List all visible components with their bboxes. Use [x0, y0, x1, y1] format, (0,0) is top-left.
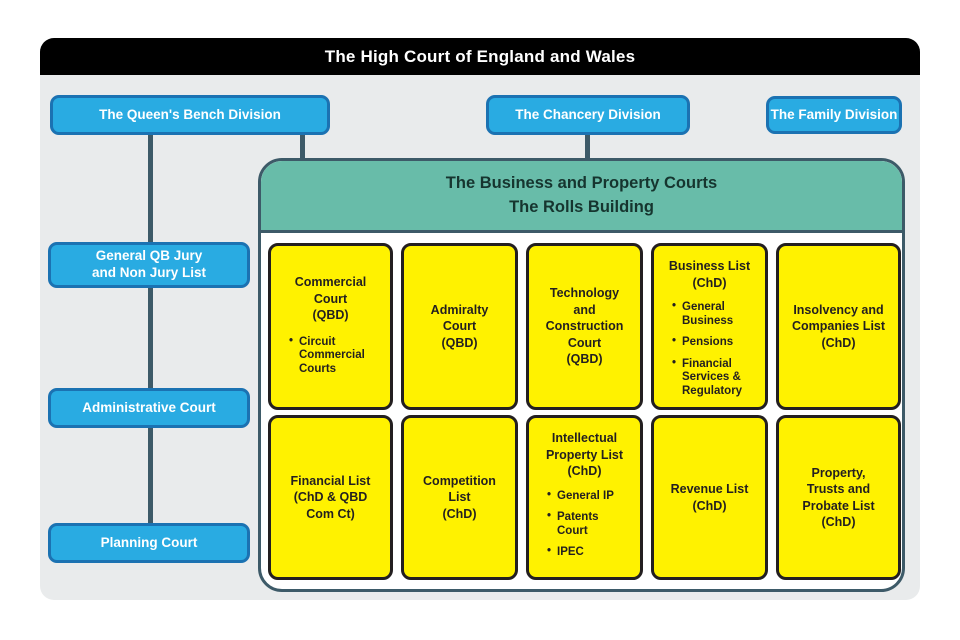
- bp-header-line1: The Business and Property Courts: [445, 174, 718, 193]
- court-box-insolvency-and: Insolvency and Companies List (ChD): [776, 243, 901, 410]
- court-box-title: Intellectual Property List (ChD): [545, 431, 624, 478]
- court-box-title: Business List (ChD): [668, 259, 751, 290]
- court-box-title: Insolvency and Companies List (ChD): [791, 302, 886, 350]
- bullet-item: IPEC: [547, 545, 632, 560]
- bullet-item: General IP: [547, 489, 632, 504]
- court-box-bullets: Circuit Commercial Courts: [277, 335, 384, 385]
- bullet-item: Financial Services & Regulatory: [672, 357, 757, 399]
- court-box-title: Technology and Construction Court (QBD): [545, 286, 624, 367]
- node-planning-court: Planning Court: [48, 523, 250, 563]
- court-box-title: Commercial Court (QBD): [294, 275, 367, 322]
- node-general-qb-jury-list: General QB Jury and Non Jury List: [48, 242, 250, 288]
- node-family-division: The Family Division: [766, 96, 902, 134]
- business-property-courts-header: The Business and Property Courts The Rol…: [261, 161, 902, 233]
- node-chancery-division: The Chancery Division: [486, 95, 690, 135]
- connector-qbd-to-bp: [300, 133, 305, 161]
- court-boxes-grid: Commercial Court (QBD) Circuit Commercial…: [268, 243, 901, 580]
- page-title-bar: The High Court of England and Wales: [40, 38, 920, 75]
- court-box-intellectual: Intellectual Property List (ChD) General …: [526, 415, 643, 580]
- connector-chancery-to-bp: [585, 133, 590, 161]
- bullet-item: Circuit Commercial Courts: [289, 335, 382, 377]
- court-box-commercial: Commercial Court (QBD) Circuit Commercial…: [268, 243, 393, 410]
- court-box-admiralty: Admiralty Court (QBD): [401, 243, 518, 410]
- court-box-competition: Competition List (ChD): [401, 415, 518, 580]
- court-box-financial-list: Financial List (ChD & QBD Com Ct): [268, 415, 393, 580]
- court-box-property: Property, Trusts and Probate List (ChD): [776, 415, 901, 580]
- court-box-revenue-list: Revenue List (ChD): [651, 415, 768, 580]
- court-box-business-list: Business List (ChD) General BusinessPensi…: [651, 243, 768, 410]
- court-box-bullets: General BusinessPensionsFinancial Servic…: [660, 300, 759, 406]
- bullet-item: Pensions: [672, 335, 757, 350]
- court-box-bullets: General IP Patents CourtIPEC: [535, 489, 634, 568]
- chart-card: The High Court of England and Wales The …: [40, 38, 920, 600]
- court-box-title: Revenue List (ChD): [670, 482, 749, 513]
- court-box-title: Competition List (ChD): [423, 473, 496, 521]
- business-property-courts-container: The Business and Property Courts The Rol…: [258, 158, 905, 592]
- connector-qbd-vertical: [148, 133, 153, 525]
- node-queens-bench-division: The Queen's Bench Division: [50, 95, 330, 135]
- bullet-item: General Business: [672, 300, 757, 328]
- court-box-title: Admiralty Court (QBD): [430, 302, 489, 350]
- court-box-title: Financial List (ChD & QBD Com Ct): [290, 473, 371, 521]
- court-box-technology: Technology and Construction Court (QBD): [526, 243, 643, 410]
- page-title: The High Court of England and Wales: [324, 46, 636, 66]
- bp-header-line2: The Rolls Building: [509, 197, 654, 216]
- bullet-item: Patents Court: [547, 510, 632, 538]
- node-administrative-court: Administrative Court: [48, 388, 250, 428]
- court-box-title: Property, Trusts and Probate List (ChD): [802, 465, 875, 530]
